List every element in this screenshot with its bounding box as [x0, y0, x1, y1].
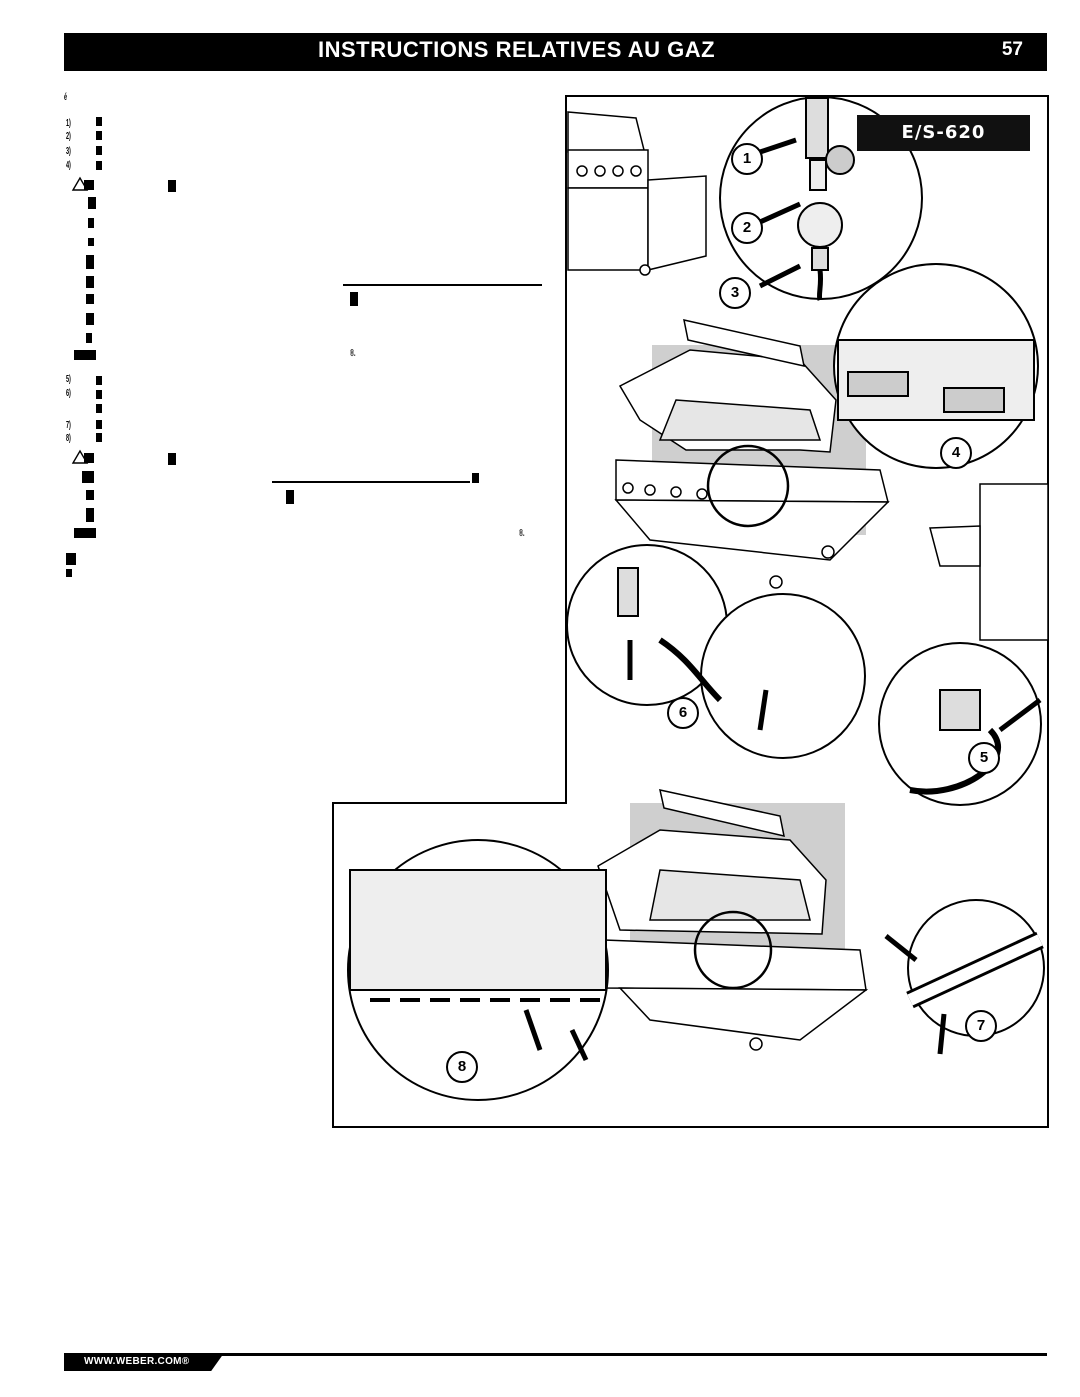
- list-marker: 5): [66, 374, 71, 385]
- section-heading: é: [64, 92, 68, 103]
- step-callout-7: 7: [965, 1010, 997, 1042]
- step-callout-1: 1: [731, 143, 763, 175]
- side-grill-drawing: [929, 483, 1049, 641]
- grill-e620-drawing: [614, 319, 890, 589]
- registered-mark: ®.: [519, 528, 525, 539]
- header-bar: INSTRUCTIONS RELATIVES AU GAZ 57: [64, 33, 1047, 71]
- valve-detail: [833, 263, 1039, 469]
- step-callout-6: 6: [667, 697, 699, 729]
- step-callout-3: 3: [719, 277, 751, 309]
- list-marker: 7): [66, 420, 71, 431]
- footer-tab: [64, 1353, 224, 1371]
- list-marker: 3): [66, 146, 71, 157]
- list-marker: 6): [66, 388, 71, 399]
- footer-url[interactable]: WWW.WEBER.COM®: [84, 1356, 190, 1367]
- step-callout-5: 5: [968, 742, 1000, 774]
- list-marker: 2): [66, 131, 71, 142]
- page-number: 57: [1001, 39, 1023, 60]
- list-marker: 1): [66, 118, 71, 129]
- list-marker: 8): [66, 433, 71, 444]
- hose-connection-detail: [566, 544, 1042, 806]
- grill-bottom-drawing: [597, 789, 869, 1051]
- compressed-text-blocks: [66, 117, 542, 577]
- model-label: E/S-620: [857, 115, 1030, 151]
- footer-rule: [64, 1353, 1047, 1356]
- grill-cabinet-drawing: [567, 111, 707, 276]
- registered-mark: ®.: [350, 348, 356, 359]
- step-callout-8: 8: [446, 1051, 478, 1083]
- page-title: INSTRUCTIONS RELATIVES AU GAZ: [317, 37, 716, 62]
- step-callout-2: 2: [731, 212, 763, 244]
- list-marker: 4): [66, 160, 71, 171]
- burner-detail: [347, 839, 609, 1101]
- step-callout-4: 4: [940, 437, 972, 469]
